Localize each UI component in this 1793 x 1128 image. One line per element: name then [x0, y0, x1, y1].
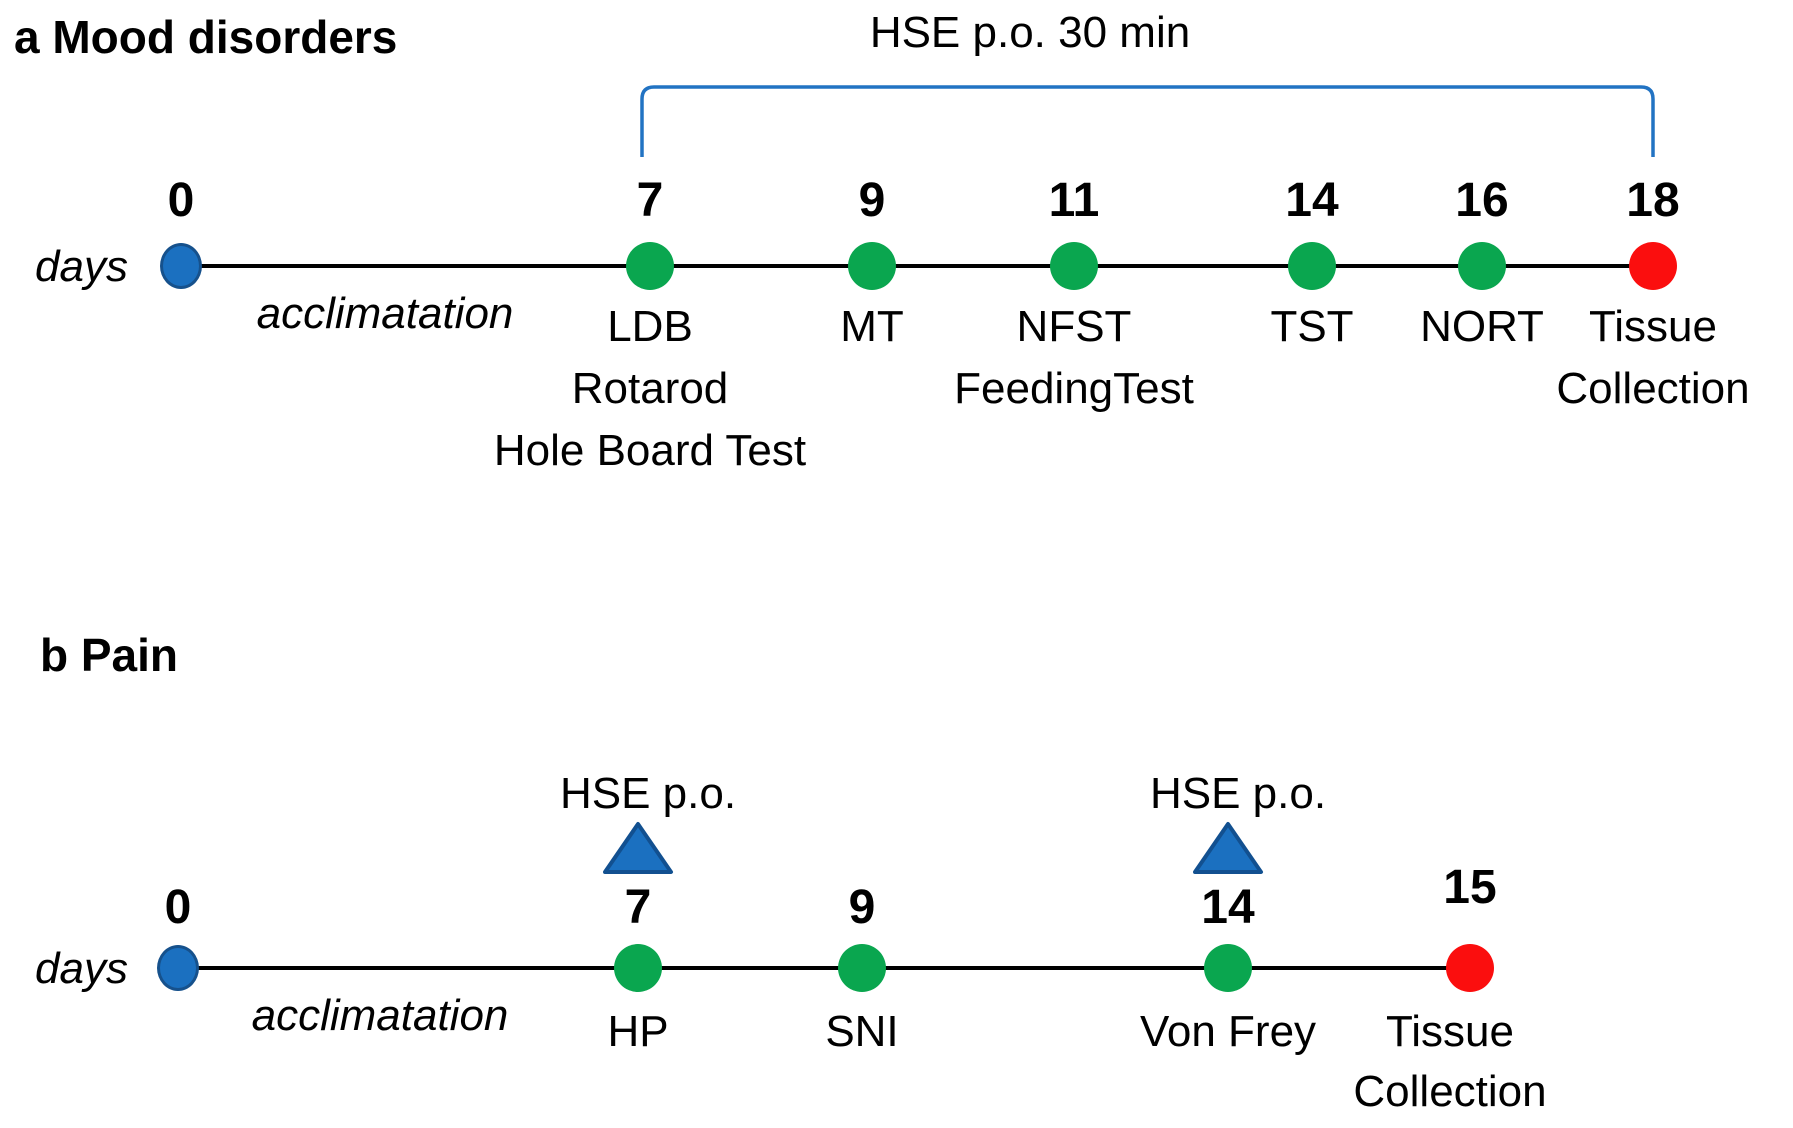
timeline-dot-b-day-14: [1204, 944, 1252, 992]
event-label-tissue: Tissue: [1386, 1007, 1514, 1056]
event-label-feedingtest: FeedingTest: [954, 364, 1194, 413]
axis-label-days-b: days: [35, 944, 128, 993]
event-label-rotarod: Rotarod: [571, 364, 729, 413]
day-number-a-14: 14: [1285, 174, 1339, 227]
timeline-dot-a-day-11: [1050, 242, 1098, 290]
timeline-dot-a-day-14: [1288, 242, 1336, 290]
event-label-nort: NORT: [1420, 302, 1544, 351]
event-label-collection: Collection: [1556, 364, 1750, 413]
event-label-nfst: NFST: [1016, 302, 1132, 351]
timeline-dot-a-day-16: [1458, 242, 1506, 290]
timeline-dot-a-day-0: [160, 243, 202, 289]
timeline-a: [181, 264, 1653, 268]
day-number-b-15: 15: [1443, 861, 1497, 914]
hse-bracket-label: HSE p.o. 30 min: [869, 8, 1191, 57]
day-number-a-11: 11: [1048, 174, 1100, 227]
hse-marker-label: HSE p.o.: [559, 769, 737, 818]
event-label-hole-board-test: Hole Board Test: [493, 426, 807, 475]
hse-triangle-icon: [603, 822, 673, 874]
hse-bracket: [640, 85, 1655, 157]
axis-label-days-a: days: [35, 242, 128, 291]
day-number-a-7: 7: [636, 174, 664, 227]
day-number-a-18: 18: [1626, 174, 1680, 227]
day-number-b-0: 0: [164, 881, 192, 934]
acclimatation-label-a: acclimatation: [256, 289, 514, 338]
acclimatation-label-b: acclimatation: [251, 991, 509, 1040]
timeline-dot-b-day-9: [838, 944, 886, 992]
day-number-b-14: 14: [1201, 881, 1255, 934]
event-label-von-frey: Von Frey: [1139, 1007, 1317, 1056]
timeline-dot-b-day-0: [157, 945, 199, 991]
event-label-collection: Collection: [1353, 1067, 1547, 1116]
day-number-a-16: 16: [1455, 174, 1509, 227]
event-label-sni: SNI: [825, 1007, 899, 1056]
day-number-b-7: 7: [624, 881, 652, 934]
timeline-dot-b-day-7: [614, 944, 662, 992]
hse-marker-label: HSE p.o.: [1149, 769, 1327, 818]
event-label-ldb: LDB: [607, 302, 693, 351]
panel-a-title: a Mood disorders: [14, 11, 398, 63]
day-number-a-0: 0: [167, 174, 195, 227]
timeline-dot-b-day-15: [1446, 944, 1494, 992]
event-label-tissue: Tissue: [1589, 302, 1717, 351]
timeline-dot-a-day-18: [1629, 242, 1677, 290]
event-label-tst: TST: [1270, 302, 1354, 351]
hse-triangle-icon: [1193, 822, 1263, 874]
day-number-b-9: 9: [848, 881, 876, 934]
event-label-mt: MT: [840, 302, 904, 351]
timeline-b: [178, 966, 1470, 970]
timeline-dot-a-day-7: [626, 242, 674, 290]
timeline-dot-a-day-9: [848, 242, 896, 290]
day-number-a-9: 9: [858, 174, 886, 227]
event-label-hp: HP: [607, 1007, 669, 1056]
panel-b-title: b Pain: [40, 629, 179, 681]
